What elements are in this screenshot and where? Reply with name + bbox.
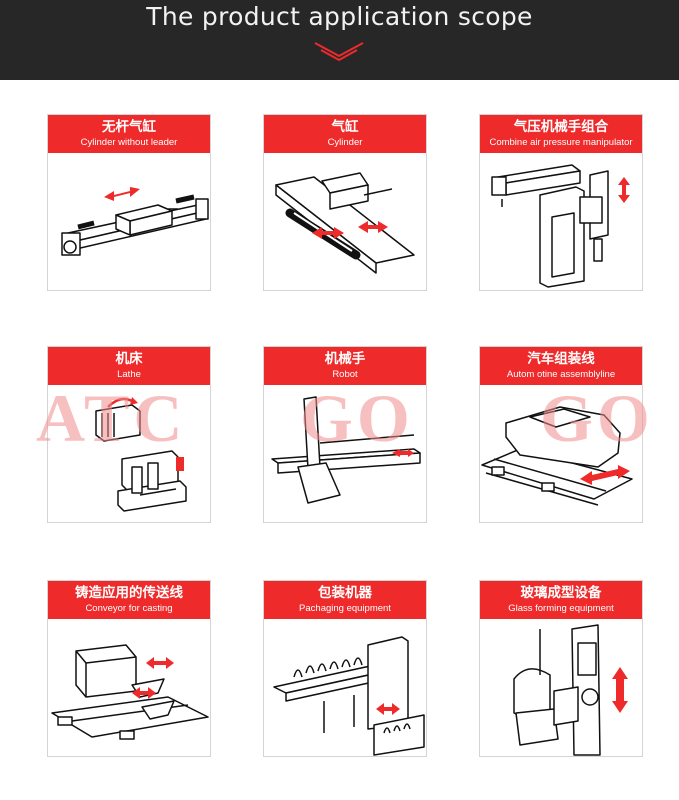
rodless-cylinder-illustration — [61, 187, 209, 256]
casting-conveyor-illustration — [51, 644, 209, 740]
card-header: 包装机器 Pachaging equipment — [264, 581, 426, 619]
card-title-en: Lathe — [117, 369, 141, 380]
card-title-en: Combine air pressure manipulator — [489, 137, 633, 148]
card-title-cn: 机床 — [115, 351, 143, 367]
card-glass-forming[interactable]: 玻璃成型设备 Glass forming equipment — [479, 580, 643, 757]
card-header: 机床 Lathe — [48, 347, 210, 385]
card-title-cn: 包装机器 — [318, 585, 372, 601]
card-title-cn: 汽车组装线 — [527, 351, 595, 367]
card-title-en: Robot — [332, 369, 358, 380]
header-banner: The product application scope — [0, 0, 679, 80]
card-title-en: Pachaging equipment — [299, 603, 391, 614]
card-title-en: Cylinder — [327, 137, 363, 148]
packaging-machine-illustration — [273, 636, 425, 756]
card-title-cn: 铸造应用的传送线 — [75, 585, 183, 601]
card-header: 无杆气缸 Cylinder without leader — [48, 115, 210, 153]
double-chevron-down-icon — [314, 42, 364, 62]
card-header: 汽车组装线 Autom otine assemblyline — [480, 347, 642, 385]
glass-forming-illustration — [513, 624, 628, 756]
card-car-assembly[interactable]: 汽车组装线 Autom otine assemblyline — [479, 346, 643, 523]
card-title-en: Glass forming equipment — [508, 603, 614, 614]
car-assembly-line-illustration — [481, 406, 633, 506]
card-title-cn: 气压机械手组合 — [513, 119, 609, 135]
card-title-cn: 气缸 — [331, 119, 359, 135]
card-header: 气压机械手组合 Combine air pressure manipulator — [480, 115, 642, 153]
card-title-cn: 机械手 — [324, 351, 366, 367]
robot-arm-illustration — [271, 396, 421, 504]
card-title-cn: 玻璃成型设备 — [520, 585, 602, 601]
lathe-illustration — [95, 397, 187, 512]
card-title-cn: 无杆气缸 — [102, 119, 156, 135]
card-rodless-cylinder[interactable]: 无杆气缸 Cylinder without leader — [47, 114, 211, 291]
manipulator-illustration — [491, 164, 630, 288]
card-header: 铸造应用的传送线 Conveyor for casting — [48, 581, 210, 619]
card-title-en: Conveyor for casting — [85, 603, 173, 614]
page-title: The product application scope — [146, 2, 533, 31]
card-lathe[interactable]: 机床 Lathe — [47, 346, 211, 523]
card-title-en: Autom otine assemblyline — [506, 369, 616, 380]
card-cylinder[interactable]: 气缸 Cylinder — [263, 114, 427, 291]
cylinder-illustration — [275, 172, 415, 274]
card-casting-conveyor[interactable]: 铸造应用的传送线 Conveyor for casting — [47, 580, 211, 757]
card-header: 玻璃成型设备 Glass forming equipment — [480, 581, 642, 619]
card-header: 气缸 Cylinder — [264, 115, 426, 153]
card-header: 机械手 Robot — [264, 347, 426, 385]
card-packaging[interactable]: 包装机器 Pachaging equipment — [263, 580, 427, 757]
card-robot[interactable]: 机械手 Robot — [263, 346, 427, 523]
card-manipulator[interactable]: 气压机械手组合 Combine air pressure manipulator — [479, 114, 643, 291]
card-title-en: Cylinder without leader — [80, 137, 178, 148]
